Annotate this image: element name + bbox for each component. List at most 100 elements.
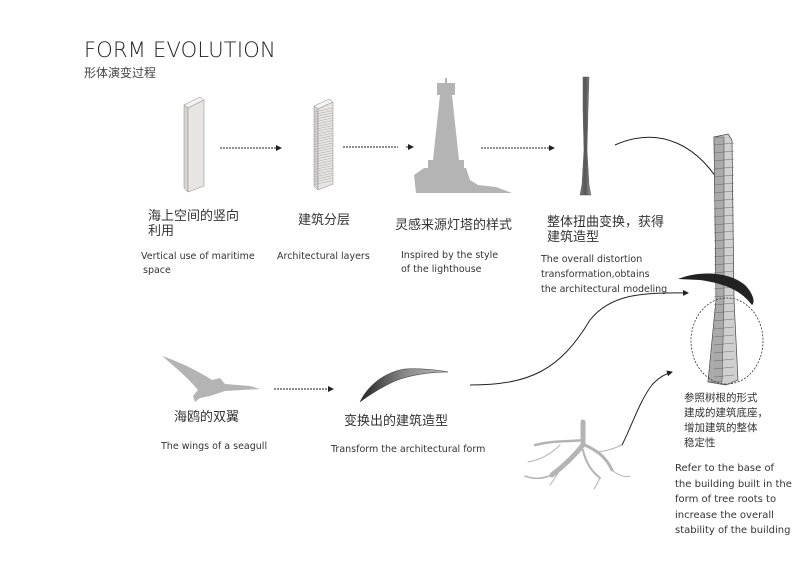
step-7-caption-en-line5: stability of the building [675,525,791,536]
floor-line [313,110,334,115]
step-1-caption-en-line1: Vertical use of maritime [141,251,255,262]
floor-line [313,120,334,125]
tower-floor-line [713,246,735,250]
floor-line [313,135,334,140]
step-7-title-zh-line2: 建成的建筑底座， [684,407,768,419]
curved-arrow-wing-to-tower [469,289,689,386]
floor-line [313,152,334,158]
step-6-title-zh: 变换出的建筑造型 [344,414,449,429]
step-4-caption-en-line3: the architectural modeling [541,284,668,295]
tower-floor-line [713,350,735,354]
floor-line [313,132,334,138]
tower-floor-line [713,206,735,210]
floor-line [313,155,334,160]
tower-floor-line [713,190,735,194]
step-1-caption-en-line2: space [143,265,171,276]
step-2-title-zh: 建筑分层 [298,213,351,228]
step-3-caption-en-line1: Inspired by the style [401,250,499,261]
floor-line [313,160,334,165]
tower-floor-line [713,166,735,170]
wing-element [678,273,754,305]
tower-floor-line [713,358,735,362]
tower-floor-line [713,214,735,218]
seagull-silhouette [162,356,260,402]
tower-floor-line [713,222,735,226]
tower-floor-line [713,342,735,346]
step-4-title-zh-line1: 整体扭曲变换，获得 [547,215,665,230]
tower-floor-line [713,158,735,162]
tower-floor-line [713,238,735,242]
floor-line [313,125,334,130]
tower-floor-line [713,334,735,338]
step-7-title-zh-line4: 稳定性 [684,437,716,449]
tower-floor-line [713,310,735,314]
floor-line [313,137,334,143]
twisted-tower-model [579,76,592,196]
wing-form-model [359,368,449,403]
floor-line [313,165,334,170]
tower-floor-line [713,302,735,306]
tower-floor-line [713,326,735,330]
step-7-caption-en-line4: increase the overall [675,509,774,521]
tower-floor-line [713,366,735,370]
base-highlight-circle [690,297,764,385]
step-3-title-zh: 灵感来源灯塔的样式 [395,218,513,233]
lighthouse-silhouette [414,78,512,193]
step-2-caption-en: Architectural layers [277,251,370,262]
step-3-caption-en-line2: of the lighthouse [401,264,482,275]
step-5-title-zh: 海鸥的双翼 [174,410,240,425]
floor-line [313,172,334,178]
page-title: FORM EVOLUTION [84,38,276,62]
floor-line [313,150,334,155]
floor-line [313,147,334,153]
curved-arrow-roots-to-base [621,370,673,446]
step-4-caption-en-line1: The overall distortion [541,254,643,265]
floor-line [313,130,334,135]
tree-roots-silhouette [524,419,631,490]
step-4-title-zh-line2: 建筑造型 [547,230,600,245]
step-1-title-zh: 海上空间的竖向利用 [148,209,240,239]
tower-floor-line [713,374,735,378]
tower-floor-line [713,254,735,258]
floor-line [313,157,334,163]
floor-line [313,170,334,175]
floor-line [313,115,334,120]
floor-line [313,145,334,150]
step-7-caption-en-line1: Refer to the base of [675,463,775,474]
step-6-caption-en: Transform the architectural form [331,444,486,455]
step-7-title-zh-line3: 增加建筑的整体 [684,422,758,434]
step-7-title-zh-line1: 参照树根的形式 [684,392,758,404]
floor-line [313,127,334,133]
plain-block-model [183,96,205,193]
floor-line [313,117,334,123]
layered-block-model [313,98,334,191]
step-7-caption-en: Refer to the base of the building built … [675,461,792,539]
tower-floor-line [713,150,735,154]
floor-line [313,107,334,113]
tower-floor-line [713,262,735,266]
floor-line [313,142,334,148]
floor-line [313,112,334,118]
step-5-caption-en: The wings of a seagull [161,441,268,452]
floor-line [313,162,334,168]
tower-floor-line [713,318,735,322]
page-subtitle: 形体演变过程 [84,66,157,80]
tower-floor-line [713,198,735,202]
step-4-caption-en-line2: transformation,obtains [541,269,650,280]
floor-line [313,122,334,128]
floor-line [313,177,334,183]
tower-floor-line [713,182,735,186]
tower-floor-line [713,174,735,178]
final-tower-model [678,133,764,386]
floor-line [313,175,334,180]
tower-floor-line [713,230,735,234]
tower-floor-line [713,294,735,298]
floor-line [313,180,334,185]
curved-arrow-to-final [614,136,726,193]
tower-floor-line [713,142,735,146]
tower-floor-line [713,270,735,274]
step-7-caption-en-line3: form of tree roots to [675,494,777,505]
step-7-title-zh: 参照树根的形式 建成的建筑底座， 增加建筑的整体 稳定性 [684,391,768,451]
floor-line [313,167,334,173]
